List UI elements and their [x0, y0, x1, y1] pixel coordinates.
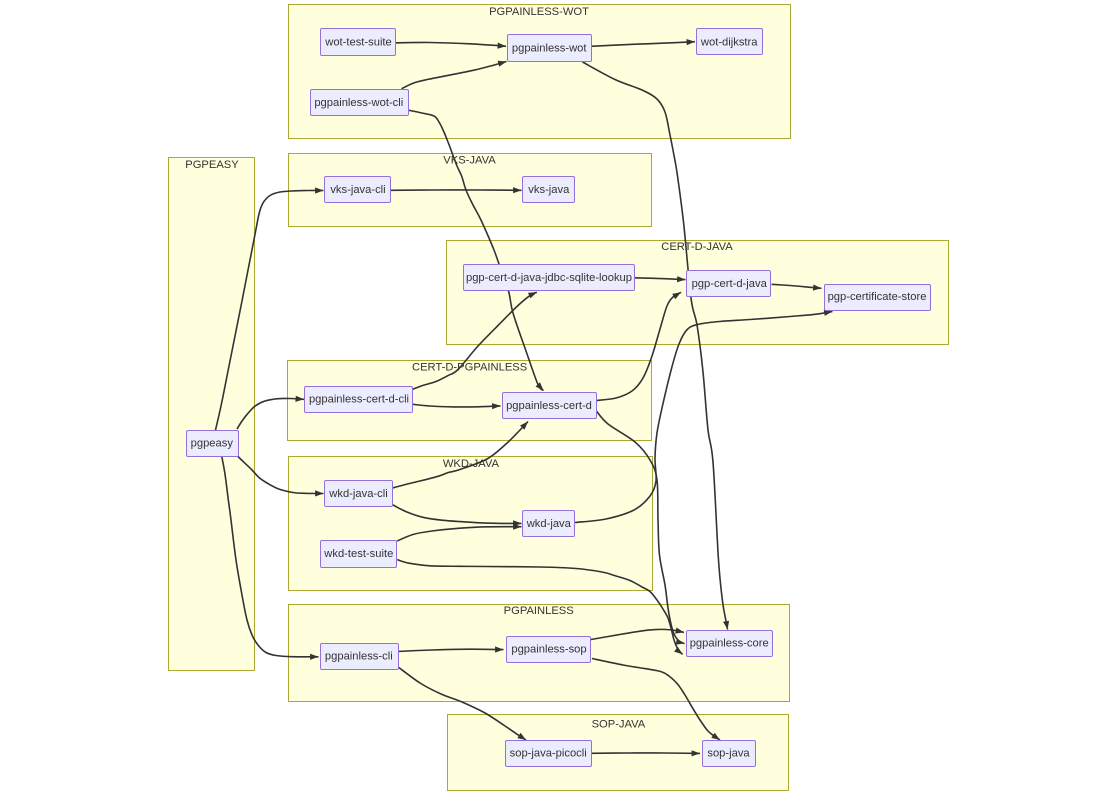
svg-text:vks-java-cli: vks-java-cli — [330, 184, 385, 196]
svg-text:vks-java: vks-java — [528, 184, 570, 196]
svg-text:CERT-D-PGPAINLESS: CERT-D-PGPAINLESS — [412, 362, 527, 374]
svg-text:pgpainless-wot-cli: pgpainless-wot-cli — [314, 97, 403, 109]
svg-text:sop-java-picocli: sop-java-picocli — [510, 748, 587, 760]
svg-text:pgpainless-cert-d: pgpainless-cert-d — [506, 400, 592, 412]
svg-text:pgpainless-core: pgpainless-core — [690, 638, 769, 650]
svg-text:PGPEASY: PGPEASY — [185, 159, 239, 171]
svg-text:pgpainless-cli: pgpainless-cli — [325, 651, 393, 663]
svg-text:pgpainless-cert-d-cli: pgpainless-cert-d-cli — [309, 394, 409, 406]
svg-text:pgpainless-wot: pgpainless-wot — [512, 43, 588, 55]
svg-text:SOP-JAVA: SOP-JAVA — [592, 718, 646, 730]
svg-text:pgpainless-sop: pgpainless-sop — [511, 644, 586, 656]
svg-text:CERT-D-JAVA: CERT-D-JAVA — [661, 241, 733, 253]
svg-text:sop-java: sop-java — [707, 748, 750, 760]
svg-text:PGPAINLESS-WOT: PGPAINLESS-WOT — [489, 6, 589, 18]
svg-text:wkd-java: wkd-java — [526, 518, 572, 530]
svg-text:pgp-certificate-store: pgp-certificate-store — [828, 291, 927, 303]
svg-text:VKS-JAVA: VKS-JAVA — [443, 155, 496, 167]
svg-text:wkd-java-cli: wkd-java-cli — [328, 488, 387, 500]
svg-text:pgp-cert-d-java-jdbc-sqlite-lo: pgp-cert-d-java-jdbc-sqlite-lookup — [466, 272, 632, 284]
svg-text:wkd-test-suite: wkd-test-suite — [323, 548, 393, 560]
svg-text:PGPAINLESS: PGPAINLESS — [504, 605, 574, 617]
svg-text:wot-test-suite: wot-test-suite — [324, 37, 392, 49]
svg-text:pgp-cert-d-java: pgp-cert-d-java — [692, 278, 768, 290]
svg-text:WKD-JAVA: WKD-JAVA — [443, 458, 500, 470]
svg-text:wot-dijkstra: wot-dijkstra — [700, 37, 758, 49]
svg-text:pgpeasy: pgpeasy — [191, 437, 234, 449]
